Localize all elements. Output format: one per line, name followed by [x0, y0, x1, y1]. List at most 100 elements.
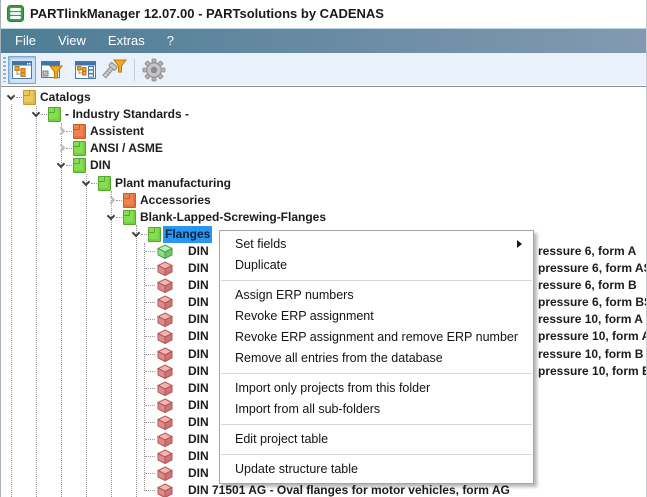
- tree-connector-stub: [66, 148, 72, 149]
- menubar-item-view[interactable]: View: [57, 33, 86, 48]
- tree-row[interactable]: DIN ressure 10, form A: [1, 311, 646, 328]
- collapse-chevron-icon[interactable]: [6, 91, 16, 101]
- tree-node-label[interactable]: - Industry Standards -: [65, 107, 190, 121]
- tree-row[interactable]: DIN 71501 AG - Oval flanges for motor ve…: [1, 482, 646, 497]
- toolbar-bottom-border: [1, 86, 646, 87]
- context-menu-item[interactable]: Remove all entries from the database: [235, 351, 443, 365]
- folder-yellow-icon: [23, 90, 36, 105]
- tree-row[interactable]: DIN: [1, 448, 646, 465]
- context-menu-item[interactable]: Import only projects from this folder: [235, 381, 431, 395]
- screw-filter-button[interactable]: [101, 56, 129, 84]
- tree-row[interactable]: - Industry Standards -: [1, 106, 646, 123]
- tree-node-label[interactable]: DIN: [188, 415, 209, 429]
- tree-node-label[interactable]: DIN: [188, 244, 209, 258]
- tree-node-label[interactable]: ANSI / ASME: [90, 141, 163, 155]
- tree-connector-stub: [145, 490, 155, 491]
- tree-row[interactable]: Assistent: [1, 123, 646, 140]
- database-icon: [7, 5, 24, 22]
- tree-node-label[interactable]: DIN: [188, 466, 209, 480]
- tree-node-label[interactable]: DIN: [188, 449, 209, 463]
- menubar-item-help[interactable]: ?: [166, 33, 174, 48]
- tree-node-label[interactable]: DIN: [188, 432, 209, 446]
- tree-connector-stub: [145, 268, 155, 269]
- collapse-chevron-icon[interactable]: [31, 108, 41, 118]
- tree-row[interactable]: Flanges: [1, 226, 646, 243]
- tree-row[interactable]: ANSI / ASME: [1, 140, 646, 157]
- structure-view-button[interactable]: [8, 56, 36, 84]
- folder-green-icon: [73, 141, 86, 156]
- tree-node-label[interactable]: Flanges: [163, 226, 213, 243]
- tree-row[interactable]: Accessories: [1, 192, 646, 209]
- collapse-chevron-icon[interactable]: [106, 211, 116, 221]
- tree-node-label-tail: pressure 10, form BS: [538, 364, 646, 378]
- tree-node-label[interactable]: Blank-Lapped-Screwing-Flanges: [140, 210, 327, 224]
- menubar-item-file[interactable]: File: [15, 33, 36, 48]
- tree-node-label[interactable]: Catalogs: [40, 90, 91, 104]
- tree-connector-stub: [91, 183, 97, 184]
- tree-node-label[interactable]: DIN: [90, 158, 111, 172]
- settings-gear-button[interactable]: [140, 56, 168, 84]
- tree-node-label[interactable]: DIN: [188, 278, 209, 292]
- tree-node-label-tail: ressure 10, form A: [538, 312, 643, 326]
- tree-node-label[interactable]: DIN: [188, 398, 209, 412]
- cube-red-icon: [156, 261, 174, 277]
- collapse-chevron-icon[interactable]: [81, 177, 91, 187]
- tree-row[interactable]: Plant manufacturing: [1, 175, 646, 192]
- tree-row[interactable]: DIN: [1, 465, 646, 482]
- tree-row[interactable]: DIN ressure 10, form B: [1, 346, 646, 363]
- tree-node-label-tail: ressure 6, form B: [538, 278, 637, 292]
- context-menu-item[interactable]: Update structure table: [235, 462, 358, 476]
- tree-node-label[interactable]: Accessories: [140, 193, 211, 207]
- submenu-arrow-icon: [517, 240, 522, 248]
- tree-row[interactable]: DIN: [1, 431, 646, 448]
- tree-row[interactable]: DIN pressure 10, form BS: [1, 363, 646, 380]
- tree-node-label[interactable]: DIN: [188, 329, 209, 343]
- toolbar-grip[interactable]: [3, 57, 6, 82]
- context-menu-item[interactable]: Import from all sub-folders: [235, 402, 381, 416]
- collapse-chevron-icon[interactable]: [56, 159, 66, 169]
- context-menu-item[interactable]: Revoke ERP assignment: [235, 309, 374, 323]
- tree-row[interactable]: Catalogs: [1, 89, 646, 106]
- filter-view-button[interactable]: [38, 56, 66, 84]
- menubar-item-extras[interactable]: Extras: [107, 33, 145, 48]
- context-menu-item[interactable]: Edit project table: [235, 432, 329, 446]
- menu-separator: [220, 450, 533, 459]
- tree-node-label[interactable]: DIN: [188, 312, 209, 326]
- tree-row[interactable]: DIN: [1, 414, 646, 431]
- context-menu-item[interactable]: Set fields: [220, 234, 533, 255]
- expand-chevron-icon[interactable]: [106, 195, 116, 205]
- tree-node-label[interactable]: Plant manufacturing: [115, 176, 232, 190]
- tree-node-label[interactable]: Assistent: [90, 124, 145, 138]
- tree-connector-stub: [145, 285, 155, 286]
- tree-node-label[interactable]: DIN: [188, 364, 209, 378]
- tree-row[interactable]: DIN ressure 6, form B: [1, 277, 646, 294]
- cube-red-icon: [156, 415, 174, 431]
- tree-connector-line: [61, 123, 62, 497]
- tree-connector-stub: [141, 234, 147, 235]
- tree-row[interactable]: DIN: [1, 380, 646, 397]
- tree-node-label[interactable]: DIN: [188, 295, 209, 309]
- tree-node-label[interactable]: DIN: [188, 347, 209, 361]
- expand-chevron-icon[interactable]: [56, 126, 66, 136]
- expand-chevron-icon[interactable]: [56, 143, 66, 153]
- tree-node-label[interactable]: DIN: [188, 381, 209, 395]
- collapse-chevron-icon[interactable]: [131, 228, 141, 238]
- tree-row[interactable]: DIN: [1, 397, 646, 414]
- context-menu-item[interactable]: Assign ERP numbers: [235, 288, 354, 302]
- context-menu-item[interactable]: Revoke ERP assignment and remove ERP num…: [235, 330, 519, 344]
- context-menu-item[interactable]: Duplicate: [235, 258, 288, 272]
- structure-table-view-button[interactable]: [71, 56, 99, 84]
- tree-connector-line: [86, 174, 87, 497]
- tree-row[interactable]: Blank-Lapped-Screwing-Flanges: [1, 209, 646, 226]
- tree-node-label[interactable]: DIN: [188, 261, 209, 275]
- tree-node-label-tail: ressure 10, form B: [538, 347, 644, 361]
- tree-node-label[interactable]: DIN 71501 AG - Oval flanges for motor ve…: [188, 483, 510, 497]
- tree-row[interactable]: DIN: [1, 157, 646, 174]
- tree-connector-stub: [66, 131, 72, 132]
- cube-red-icon: [156, 278, 174, 294]
